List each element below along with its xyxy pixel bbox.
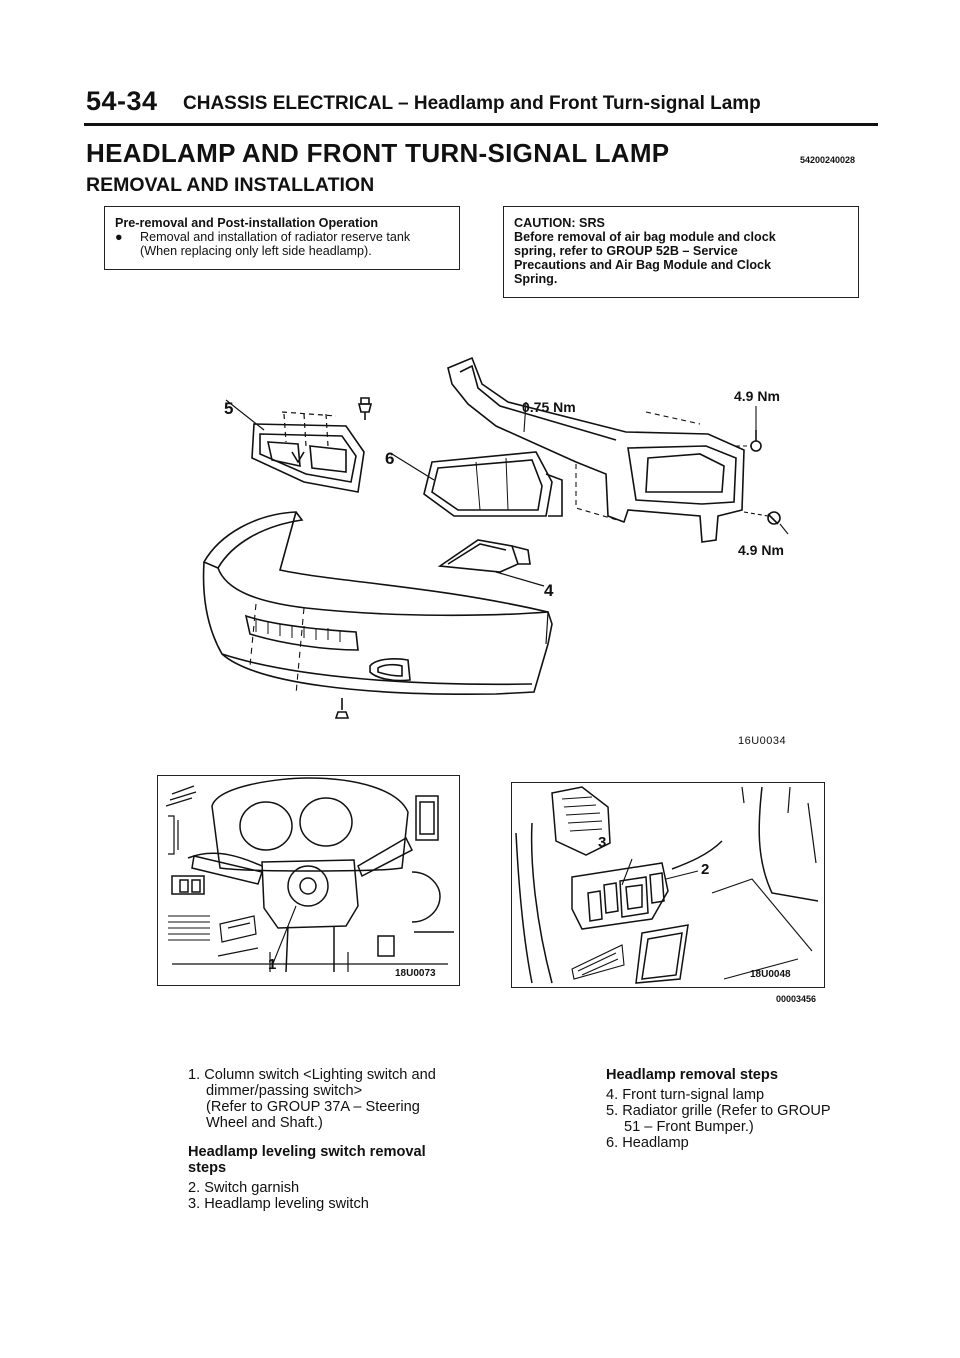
section-code: 54200240028 [800, 155, 856, 165]
step-2: 2. Switch garnish [188, 1180, 300, 1196]
headlamp-steps-heading: Headlamp removal steps [606, 1067, 778, 1083]
left-panel-figure-code: 18U0073 [395, 968, 436, 979]
step-5-line2: 51 – Front Bumper.) [624, 1119, 754, 1135]
callout-4: 4 [544, 581, 554, 600]
headlamp-drawing [391, 451, 563, 517]
step-4: 4. Front turn-signal lamp [606, 1087, 765, 1103]
clip-fastener-drawing [357, 397, 373, 420]
right-panel-figure-code: 18U0048 [750, 969, 791, 980]
panels-figure-code: 00003456 [776, 994, 817, 1004]
step-5-line1: 5. Radiator grille (Refer to GROUP [606, 1103, 831, 1119]
callout-5: 5 [224, 399, 233, 418]
pre-removal-item-line1: Removal and installation of radiator res… [140, 230, 411, 244]
radiator-grille-drawing [225, 399, 365, 493]
torque-label-top-right: 4.9 Nm [734, 388, 780, 404]
caution-line1: CAUTION: SRS [514, 216, 605, 230]
pre-removal-box: Pre-removal and Post-installation Operat… [104, 206, 460, 270]
column-switch-panel: 1 18U0073 [157, 775, 460, 986]
leader-line [523, 401, 527, 433]
callout-2: 2 [701, 861, 710, 878]
caution-line4: Precautions and Air Bag Module and Clock [514, 258, 772, 272]
bolt-upper-right-drawing [736, 430, 762, 452]
torque-label-lower-right: 4.9 Nm [738, 542, 784, 558]
section-title: HEADLAMP AND FRONT TURN-SIGNAL LAMP [86, 138, 670, 168]
caution-line2: Before removal of air bag module and clo… [514, 230, 776, 244]
caution-box: CAUTION: SRS Before removal of air bag m… [503, 206, 859, 298]
headlamp-exploded-diagram: 5 6 4 0.75 Nm 4.9 Nm 4.9 Nm [202, 356, 789, 719]
bolt-lower-right-drawing [743, 511, 789, 535]
leveling-steps-heading-line2: steps [188, 1160, 227, 1176]
callout-1: 1 [268, 956, 277, 973]
column-switch-diagram [165, 777, 454, 973]
step-1-line4: Wheel and Shaft.) [206, 1115, 323, 1131]
leveling-switch-panel: 3 2 18U0048 [511, 782, 825, 988]
caution-line3: spring, refer to GROUP 52B – Service [514, 244, 738, 258]
main-figure-code: 16U0034 [738, 735, 787, 747]
step-3: 3. Headlamp leveling switch [188, 1196, 369, 1212]
header-rule [84, 123, 878, 126]
bullet-icon: ● [115, 230, 123, 244]
right-step-list: Headlamp removal steps 4. Front turn-sig… [606, 1067, 856, 1151]
step-1-line3: (Refer to GROUP 37A – Steering [206, 1099, 420, 1115]
callout-6: 6 [385, 449, 394, 468]
page-number: 54-34 [86, 86, 158, 116]
pre-removal-item-line2: (When replacing only left side headlamp)… [140, 244, 372, 258]
torque-label-top-center: 0.75 Nm [522, 399, 576, 415]
leveling-switch-diagram [515, 786, 819, 984]
step-1-line2: dimmer/passing switch> [206, 1083, 363, 1099]
step-1-line1: 1. Column switch <Lighting switch and [188, 1067, 436, 1083]
radiator-support-drawing [447, 356, 745, 543]
callout-3: 3 [598, 834, 607, 851]
pre-removal-heading: Pre-removal and Post-installation Operat… [115, 216, 379, 230]
section-subtitle: REMOVAL AND INSTALLATION [86, 174, 375, 196]
caution-line5: Spring. [514, 272, 558, 286]
running-title: CHASSIS ELECTRICAL – Headlamp and Front … [183, 93, 761, 114]
front-bumper-drawing [202, 511, 553, 719]
pre-removal-item: ● Removal and installation of radiator r… [115, 230, 449, 258]
leveling-steps-heading-line1: Headlamp leveling switch removal [188, 1144, 426, 1160]
turn-signal-lamp-drawing [437, 539, 545, 587]
left-step-list: 1. Column switch <Lighting switch and di… [188, 1067, 478, 1212]
step-6: 6. Headlamp [606, 1135, 689, 1151]
